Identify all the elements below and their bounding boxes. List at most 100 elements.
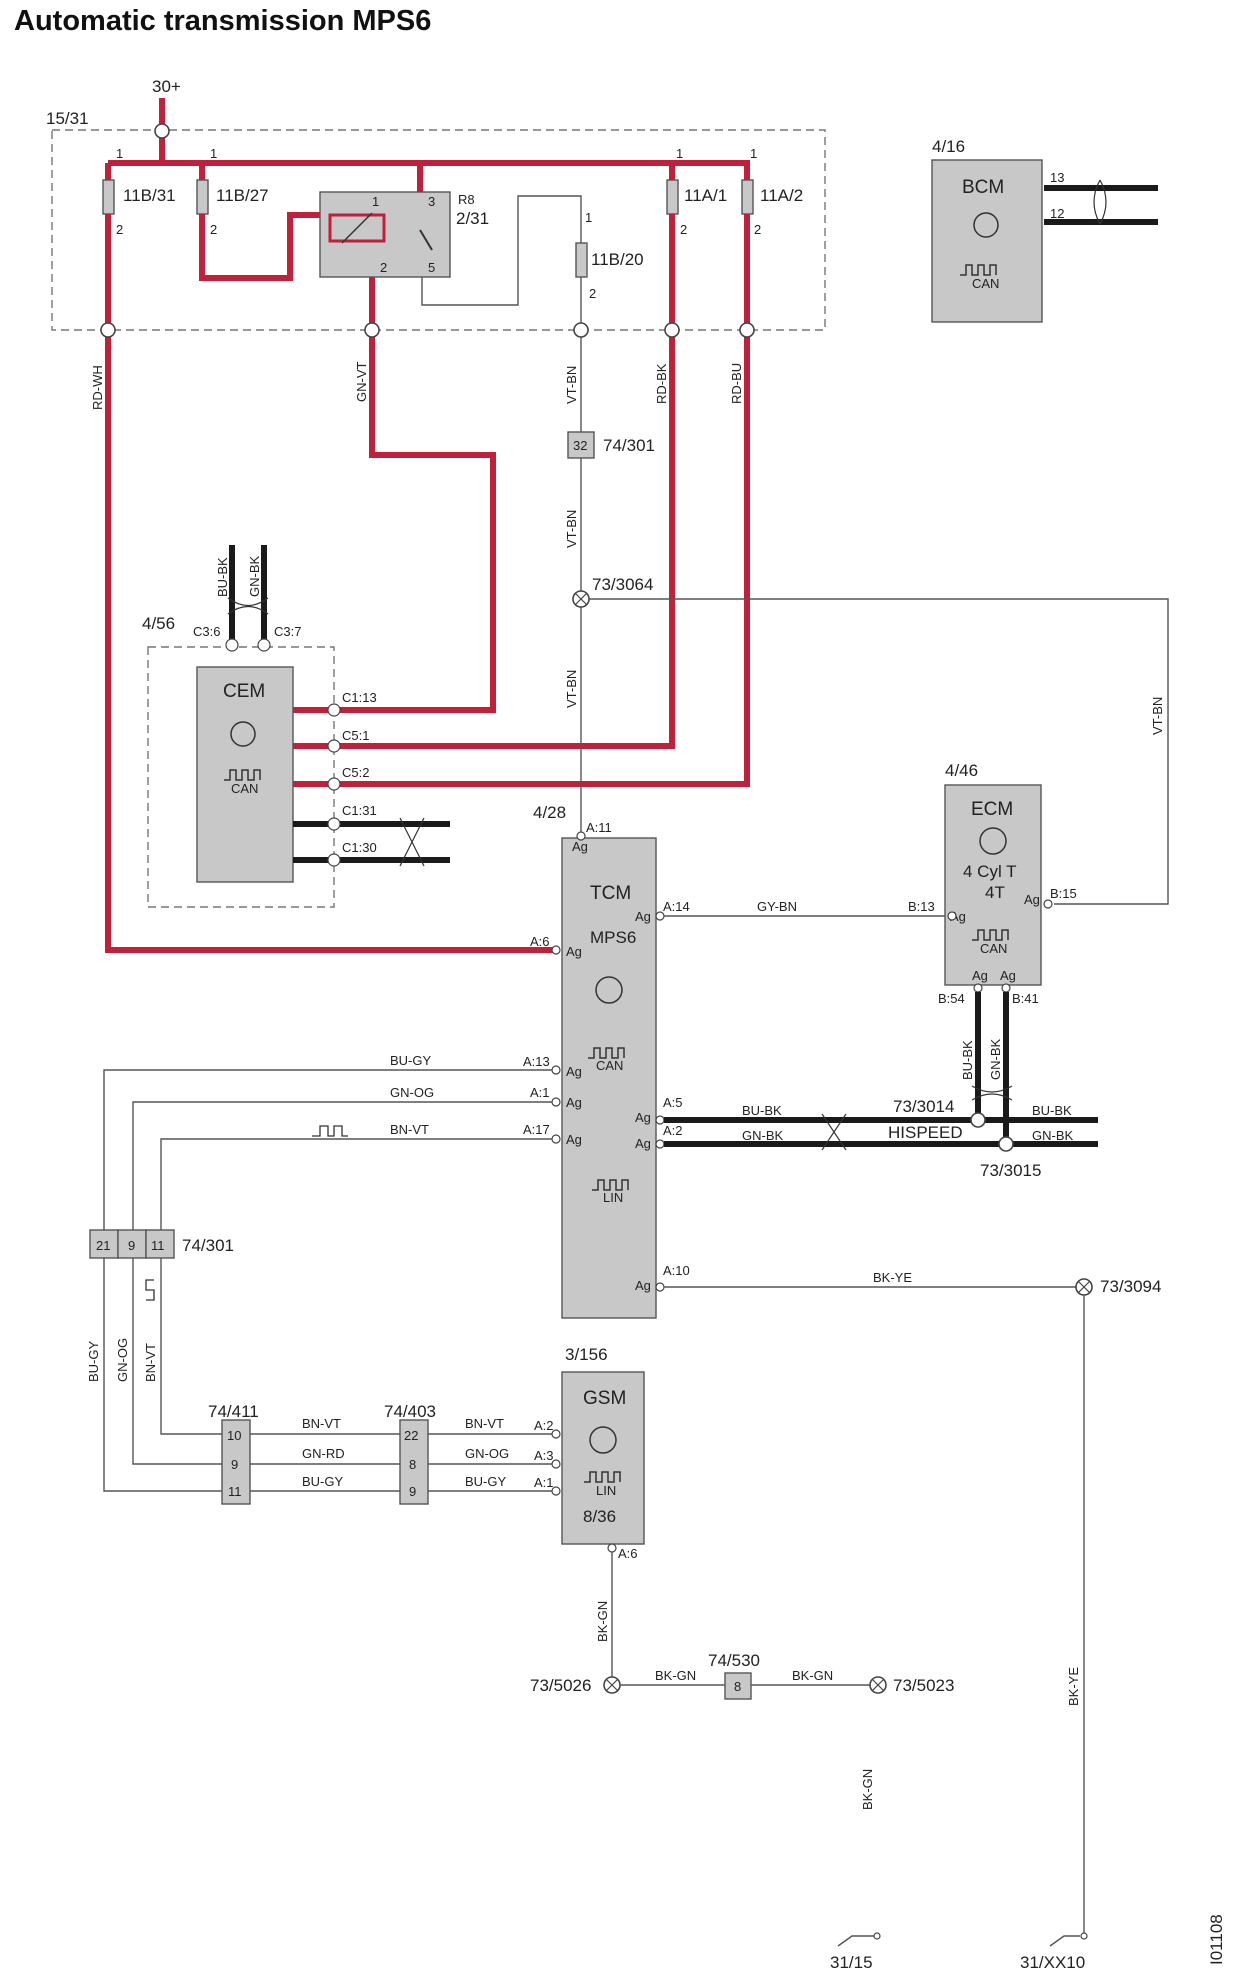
svg-text:BN-VT: BN-VT (143, 1343, 158, 1382)
gsm-module (561, 1371, 645, 1545)
fuse-label: 11B/31 (123, 186, 176, 205)
svg-text:B:13: B:13 (908, 899, 935, 914)
connector-74-301 (89, 1229, 119, 1259)
svg-text:BK-YE: BK-YE (1066, 1667, 1081, 1706)
svg-text:A:1: A:1 (534, 1475, 554, 1490)
svg-text:Ag: Ag (635, 1136, 651, 1151)
svg-text:74/411: 74/411 (208, 1402, 259, 1421)
svg-text:LIN: LIN (603, 1190, 623, 1205)
wire-rd-wh (105, 214, 555, 953)
svg-text:3/156: 3/156 (565, 1345, 608, 1364)
transistor-icon (230, 721, 256, 747)
svg-text:GN-OG: GN-OG (115, 1338, 130, 1382)
svg-text:4/16: 4/16 (932, 137, 965, 156)
svg-text:A:2: A:2 (663, 1123, 683, 1138)
svg-text:Ag: Ag (972, 968, 988, 983)
svg-text:1: 1 (210, 146, 217, 161)
svg-text:BU-GY: BU-GY (302, 1474, 344, 1489)
svg-text:GN-BK: GN-BK (742, 1128, 784, 1143)
svg-text:BN-VT: BN-VT (302, 1416, 341, 1431)
svg-text:Ag: Ag (635, 1278, 651, 1293)
svg-text:B:15: B:15 (1050, 886, 1077, 901)
gsm-name: GSM (583, 1388, 626, 1409)
svg-text:73/5023: 73/5023 (893, 1676, 954, 1695)
svg-text:C5:1: C5:1 (342, 728, 369, 743)
svg-text:5: 5 (428, 260, 435, 275)
svg-text:9: 9 (128, 1238, 135, 1253)
wire-label-rd-wh: RD-WH (90, 365, 105, 410)
svg-text:C1:31: C1:31 (342, 803, 377, 818)
svg-text:A:13: A:13 (523, 1054, 550, 1069)
svg-text:21: 21 (96, 1238, 110, 1253)
svg-text:VT-BN: VT-BN (564, 510, 579, 548)
wire-rd-bu (292, 214, 750, 787)
svg-text:2: 2 (210, 222, 217, 237)
svg-text:A:17: A:17 (523, 1122, 550, 1137)
svg-text:Ag: Ag (572, 839, 588, 854)
svg-text:BK-YE: BK-YE (873, 1270, 912, 1285)
svg-text:LIN: LIN (596, 1483, 616, 1498)
cem-name: CEM (223, 681, 265, 702)
svg-text:73/3094: 73/3094 (1100, 1277, 1161, 1296)
svg-text:BN-VT: BN-VT (390, 1122, 429, 1137)
svg-text:BU-BK: BU-BK (960, 1040, 975, 1080)
svg-text:73/3015: 73/3015 (980, 1161, 1041, 1180)
wire-label-vt-bn: VT-BN (564, 366, 579, 404)
svg-text:HISPEED: HISPEED (888, 1123, 963, 1142)
svg-text:1: 1 (676, 146, 683, 161)
fuse-box-outline (51, 129, 826, 331)
ground-switch-icon (837, 1935, 874, 1947)
svg-text:CAN: CAN (231, 781, 258, 796)
svg-text:BU-GY: BU-GY (86, 1341, 101, 1383)
svg-text:Ag: Ag (635, 909, 651, 924)
svg-text:BK-GN: BK-GN (655, 1668, 696, 1683)
diagram-title: Automatic transmission MPS6 (14, 5, 431, 37)
svg-text:11: 11 (151, 1238, 165, 1253)
svg-text:3: 3 (428, 194, 435, 209)
svg-text:4/28: 4/28 (533, 803, 566, 822)
svg-text:4T: 4T (985, 883, 1005, 902)
svg-text:1: 1 (585, 210, 592, 225)
svg-text:4/56: 4/56 (142, 614, 175, 633)
svg-text:22: 22 (404, 1428, 418, 1443)
svg-text:Ag: Ag (1000, 968, 1016, 983)
relay-id: 2/31 (456, 209, 489, 228)
transistor-icon (595, 976, 623, 1004)
svg-text:BK-GN: BK-GN (792, 1668, 833, 1683)
connector-74-411 (221, 1419, 251, 1505)
supply-label: 30+ (152, 77, 181, 96)
fuse-label: 11B/20 (591, 250, 644, 269)
svg-text:GN-RD: GN-RD (302, 1446, 345, 1461)
svg-text:31/15: 31/15 (830, 1953, 873, 1972)
svg-text:CAN: CAN (980, 941, 1007, 956)
svg-text:12: 12 (1050, 206, 1064, 221)
svg-text:C1:30: C1:30 (342, 840, 377, 855)
svg-text:C3:7: C3:7 (274, 624, 301, 639)
svg-text:9: 9 (409, 1484, 416, 1499)
transistor-icon (979, 827, 1007, 855)
svg-text:8: 8 (409, 1457, 416, 1472)
tcm-sub: MPS6 (590, 928, 636, 947)
wire-label-rd-bu: RD-BU (729, 363, 744, 404)
svg-text:BK-GN: BK-GN (595, 1601, 610, 1642)
doc-id: I01108 (1207, 1914, 1226, 1965)
svg-text:2: 2 (380, 260, 387, 275)
svg-text:Ag: Ag (566, 1132, 582, 1147)
svg-text:1: 1 (116, 146, 123, 161)
svg-text:GY-BN: GY-BN (757, 899, 797, 914)
ecm-module (944, 784, 1042, 986)
svg-text:C1:13: C1:13 (342, 690, 377, 705)
svg-text:C5:2: C5:2 (342, 765, 369, 780)
svg-text:BK-GN: BK-GN (860, 1769, 875, 1810)
pwm-signal-icon (312, 1125, 348, 1137)
svg-text:2: 2 (680, 222, 687, 237)
fuse-11b-31 (102, 179, 115, 215)
svg-text:Ag: Ag (566, 944, 582, 959)
svg-text:Ag: Ag (566, 1095, 582, 1110)
svg-text:74/301: 74/301 (182, 1236, 234, 1255)
svg-text:13: 13 (1050, 170, 1064, 185)
bcm-name: BCM (962, 177, 1004, 198)
fuse-box-id: 15/31 (46, 109, 89, 128)
svg-text:74/530: 74/530 (708, 1651, 760, 1670)
svg-text:BN-VT: BN-VT (465, 1416, 504, 1431)
